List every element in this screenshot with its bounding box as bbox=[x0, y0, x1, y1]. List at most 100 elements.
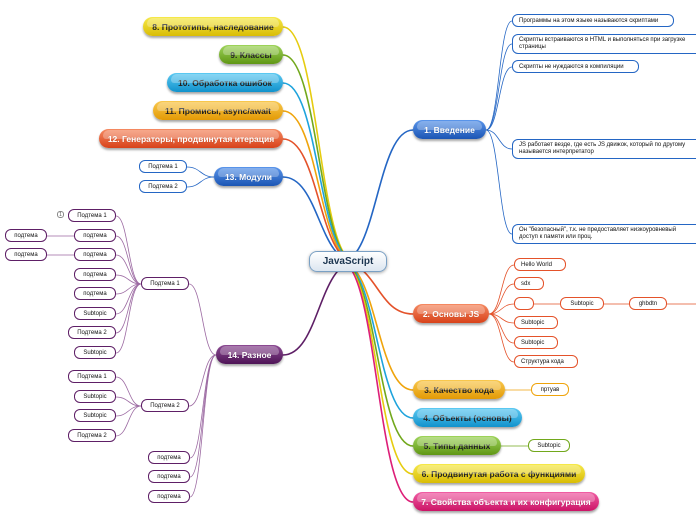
misc-link-3 bbox=[189, 354, 217, 478]
misc-p2-child-a[interactable]: Подтема 1 bbox=[68, 370, 116, 383]
basics-ghbdtn-text: ghbdtn bbox=[638, 300, 658, 307]
intro-link-0 bbox=[485, 20, 513, 131]
branch-6-functions[interactable]: 6. Продвинутая работа с функциями bbox=[413, 464, 585, 483]
basics-subtopic-text: Subtopic bbox=[570, 300, 594, 307]
intro-topic-scripts[interactable]: Программы на этом языке называются скрип… bbox=[512, 14, 674, 27]
intro-link-4 bbox=[485, 129, 513, 235]
root-link-right-3 bbox=[340, 261, 414, 419]
basics-code-structure-text: Структура кода bbox=[521, 358, 564, 365]
misc-p1-child-g-text: Подтема 2 bbox=[77, 329, 107, 336]
branch-11-promises[interactable]: 11. Промисы, async/await bbox=[153, 101, 283, 120]
misc-link-1 bbox=[188, 354, 217, 407]
branch-13-modules[interactable]: 13. Модули bbox=[214, 167, 283, 186]
misc-subtopic-3[interactable]: подтема bbox=[148, 451, 190, 464]
basics-sdx[interactable]: sdx bbox=[514, 277, 544, 290]
misc-subtopic-2[interactable]: Подтема 2 bbox=[141, 399, 189, 412]
intro-topic-safe-text: Он "безопасный", т.к. не предоставляет н… bbox=[519, 227, 677, 240]
branch-1-intro[interactable]: 1. Введение bbox=[413, 120, 486, 139]
modules-subtopic-2[interactable]: Подтема 2 bbox=[139, 180, 187, 193]
misc-p1-child-h[interactable]: Subtopic bbox=[74, 346, 116, 359]
branch-4-objects[interactable]: 4. Объекты (основы) bbox=[413, 408, 522, 427]
misc-p1-child-e[interactable]: подтема bbox=[74, 287, 116, 300]
misc-p1-child-b-left[interactable]: подтема bbox=[5, 229, 47, 242]
root-node[interactable]: JavaScript bbox=[309, 251, 387, 272]
misc-p2-child-b[interactable]: Subtopic bbox=[74, 390, 116, 403]
root-link-right-6 bbox=[340, 261, 414, 503]
misc-p2-child-a-text: Подтема 1 bbox=[77, 373, 107, 380]
branch-4-label: 4. Объекты (основы) bbox=[423, 412, 512, 423]
intro-topic-scripts-text: Программы на этом языке называются скрип… bbox=[519, 17, 659, 24]
misc-p2-child-c[interactable]: Subtopic bbox=[74, 409, 116, 422]
branch-9-label: 9. Классы bbox=[230, 49, 272, 60]
branch-12-generators[interactable]: 12. Генераторы, продвинутая итерация bbox=[99, 129, 283, 148]
intro-topic-engine[interactable]: JS работает везде, где есть JS движок, к… bbox=[512, 139, 696, 159]
misc-p1-link-6 bbox=[115, 283, 142, 334]
misc-subtopic-1[interactable]: Подтема 1 bbox=[141, 277, 189, 290]
misc-p1-child-a[interactable]: Подтема 1 bbox=[68, 209, 116, 222]
intro-link-2 bbox=[485, 66, 513, 131]
misc-subtopic-4-text: подтема bbox=[157, 473, 181, 480]
branch-9-classes[interactable]: 9. Классы bbox=[219, 45, 283, 64]
basics-hello-world-text: Hello World bbox=[521, 261, 552, 268]
misc-p2-link-3 bbox=[115, 405, 142, 437]
misc-p1-child-f[interactable]: Subtopic bbox=[74, 307, 116, 320]
basics-ghbdtn[interactable]: ghbdtn bbox=[629, 297, 667, 310]
misc-p1-child-b-text: подтема bbox=[83, 232, 107, 239]
misc-p1-link-7 bbox=[115, 283, 142, 354]
root-link-right-5 bbox=[340, 261, 414, 475]
branch-5-types[interactable]: 5. Типы данных bbox=[413, 436, 501, 455]
branch-10-errors[interactable]: 10. Обработка ошибок bbox=[167, 73, 283, 92]
branch-14-misc[interactable]: 14. Разное bbox=[216, 345, 283, 364]
branch-2-basics[interactable]: 2. Основы JS bbox=[413, 304, 489, 323]
misc-p1-child-c-left[interactable]: подтема bbox=[5, 248, 47, 261]
basics-link-0 bbox=[488, 264, 515, 315]
modules-subtopic-1[interactable]: Подтема 1 bbox=[139, 160, 187, 173]
misc-subtopic-5[interactable]: подтема bbox=[148, 490, 190, 503]
intro-topic-html-text: Скрипты встраиваются в HTML и выполнятьс… bbox=[519, 37, 686, 50]
root-node-label: JavaScript bbox=[322, 256, 374, 267]
root-link-left-3 bbox=[282, 110, 356, 263]
quality-topic-text: пртуав bbox=[540, 386, 560, 393]
root-link-left-0 bbox=[282, 26, 356, 263]
misc-p1-link-2 bbox=[115, 254, 142, 285]
collapse-badge[interactable]: 1 bbox=[57, 211, 64, 218]
basics-subtopic-1[interactable]: Subtopic bbox=[514, 316, 558, 329]
intro-topic-html[interactable]: Скрипты встраиваются в HTML и выполнятьс… bbox=[512, 34, 696, 54]
root-link-left-2 bbox=[282, 82, 356, 263]
types-subtopic-text: Subtopic bbox=[537, 442, 561, 449]
misc-p1-child-b-left-text: подтема bbox=[14, 232, 38, 239]
basics-empty-topic[interactable] bbox=[514, 297, 534, 310]
basics-subtopic-2[interactable]: Subtopic bbox=[514, 336, 558, 349]
branch-5-label: 5. Типы данных bbox=[423, 440, 491, 451]
misc-p1-child-b[interactable]: подтема bbox=[74, 229, 116, 242]
misc-p1-child-c[interactable]: подтема bbox=[74, 248, 116, 261]
misc-p1-child-g[interactable]: Подтема 2 bbox=[68, 326, 116, 339]
branch-11-label: 11. Промисы, async/await bbox=[164, 105, 272, 116]
misc-subtopic-4[interactable]: подтема bbox=[148, 470, 190, 483]
misc-p1-child-d-text: подтема bbox=[83, 271, 107, 278]
misc-p1-child-c-left-text: подтема bbox=[14, 251, 38, 258]
misc-subtopic-2-text: Подтема 2 bbox=[150, 402, 180, 409]
misc-subtopic-3-text: подтема bbox=[157, 454, 181, 461]
quality-topic[interactable]: пртуав bbox=[531, 383, 569, 396]
basics-code-structure[interactable]: Структура кода bbox=[514, 355, 578, 368]
types-subtopic[interactable]: Subtopic bbox=[528, 439, 570, 452]
misc-p1-link-1 bbox=[115, 235, 142, 285]
basics-hello-world[interactable]: Hello World bbox=[514, 258, 566, 271]
misc-p2-link-1 bbox=[115, 396, 142, 407]
misc-link-0 bbox=[188, 283, 217, 356]
basics-sdx-text: sdx bbox=[521, 280, 531, 287]
branch-2-label: 2. Основы JS bbox=[422, 308, 480, 319]
basics-subtopic[interactable]: Subtopic bbox=[560, 297, 604, 310]
intro-topic-compile[interactable]: Скрипты не нуждаются в компиляции bbox=[512, 60, 639, 73]
misc-p2-child-d[interactable]: Подтема 2 bbox=[68, 429, 116, 442]
misc-p1-child-a-text: Подтема 1 bbox=[77, 212, 107, 219]
branch-3-label: 3. Качество кода bbox=[424, 384, 494, 395]
misc-p1-child-d[interactable]: подтема bbox=[74, 268, 116, 281]
branch-3-quality[interactable]: 3. Качество кода bbox=[413, 380, 505, 399]
misc-p2-child-b-text: Subtopic bbox=[83, 393, 107, 400]
intro-topic-safe[interactable]: Он "безопасный", т.к. не предоставляет н… bbox=[512, 224, 696, 244]
branch-7-properties[interactable]: 7. Свойства объекта и их конфигурация bbox=[413, 492, 599, 511]
branch-8-prototypes[interactable]: 8. Прототипы, наследование bbox=[143, 17, 283, 36]
basics-subtopic-1-text: Subtopic bbox=[521, 319, 545, 326]
